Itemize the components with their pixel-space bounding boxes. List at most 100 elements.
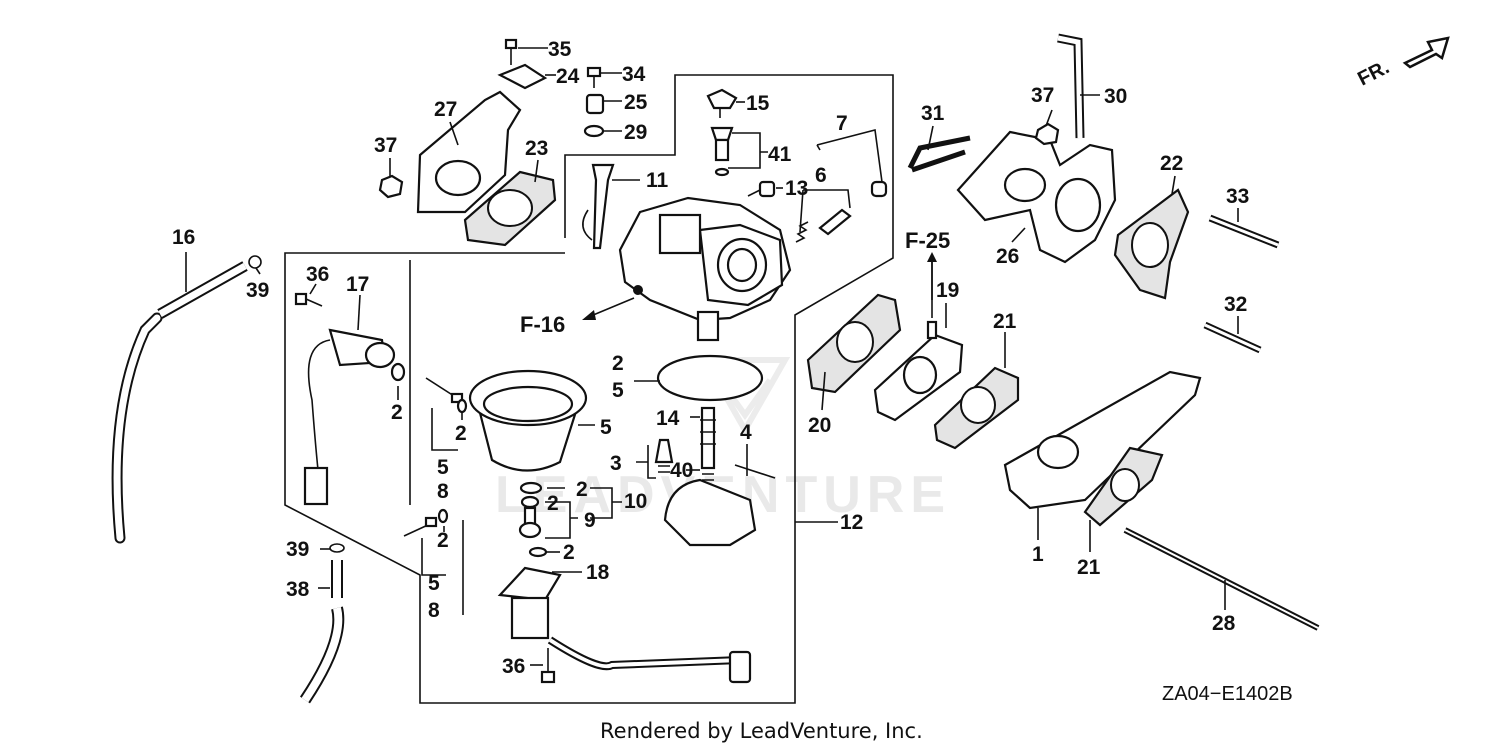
callout-21-bottom: 21: [1077, 556, 1101, 579]
callout-34: 34: [622, 63, 646, 86]
bracket-part-27: [416, 90, 522, 214]
nut-part-37-right: [1034, 122, 1060, 146]
ref-arrow-f25: [927, 252, 937, 300]
callout-2-solenoid: 2: [391, 401, 403, 424]
screw-part-5-upper: [425, 377, 468, 414]
gasket-part-21-top: [933, 366, 1020, 450]
callout-5-screw-lower: 5: [428, 572, 440, 595]
callout-13: 13: [785, 177, 808, 200]
callout-labels: 35 24 34 25 29 27 37 23 15 41 7 6 11 13 …: [172, 38, 1249, 678]
insulator-part-19: [873, 320, 964, 422]
float-bowl: [468, 369, 588, 472]
jet-part-41: [710, 126, 734, 177]
screw-part-36-bottom: [540, 648, 556, 684]
callout-2-drain-a: 2: [576, 478, 588, 501]
callout-30: 30: [1104, 85, 1127, 108]
reference-label-f16: F-16: [520, 312, 565, 337]
callout-39-top: 39: [246, 279, 269, 302]
lever-part-11: [582, 163, 615, 250]
callout-41: 41: [768, 143, 792, 166]
spring-part-31: [907, 135, 971, 173]
callout-9: 9: [584, 509, 596, 532]
needle-part-14: [700, 406, 716, 470]
nut-part-37-left: [378, 174, 404, 199]
callout-19: 19: [936, 279, 959, 302]
clip-part-24: [497, 38, 548, 90]
screw-part-6: [795, 208, 852, 243]
callout-3: 3: [610, 452, 622, 475]
credit-text: Rendered by LeadVenture, Inc.: [600, 719, 923, 743]
callout-21-top: 21: [993, 310, 1017, 333]
callout-5-screw-upper: 5: [437, 456, 449, 479]
solenoid-part-18: [497, 566, 752, 684]
reference-label-f25: F-25: [905, 228, 950, 253]
callout-6: 6: [815, 164, 827, 187]
front-direction-arrow: FR.: [1354, 36, 1450, 90]
callout-2-screw-lower: 2: [437, 529, 449, 552]
solenoid-part-17: [303, 328, 396, 506]
callout-2-oring: 2: [612, 352, 624, 375]
callout-20: 20: [808, 414, 831, 437]
carburetor-body: [618, 196, 792, 342]
callout-23: 23: [525, 137, 548, 160]
rod-part-30: [1057, 33, 1085, 139]
clip-part-39-top: [248, 255, 262, 269]
gasket-part-20: [806, 293, 902, 394]
fuel-hose-part-16: [111, 261, 248, 544]
callout-36-top: 36: [306, 263, 329, 286]
callout-28: 28: [1212, 612, 1236, 635]
callout-35: 35: [548, 38, 572, 61]
callout-8-screw-upper: 8: [437, 480, 449, 503]
callout-17: 17: [346, 273, 369, 296]
callout-8-screw-lower: 8: [428, 599, 440, 622]
screw-part-36-top: [294, 292, 323, 307]
callout-31: 31: [921, 102, 945, 125]
callout-27: 27: [434, 98, 457, 121]
jet-part-3: [654, 438, 674, 473]
clip-part-39-bottom: [329, 543, 345, 553]
callout-16: 16: [172, 226, 195, 249]
callout-14: 14: [656, 407, 680, 430]
stud-part-32: [1203, 321, 1262, 354]
callout-4: 4: [740, 421, 752, 444]
stud-part-33: [1208, 214, 1280, 249]
callout-11: 11: [646, 169, 669, 192]
callout-37-right: 37: [1031, 84, 1054, 107]
callout-2-screw-upper: 2: [455, 422, 467, 445]
drain-screw-part-9: [518, 481, 548, 558]
callout-22: 22: [1160, 152, 1183, 175]
assembly-outline: [284, 74, 894, 704]
gasket-part-22: [1113, 188, 1190, 300]
cap-part-15: [706, 88, 738, 118]
callout-24: 24: [556, 65, 580, 88]
callout-2-drain-c: 2: [563, 541, 575, 564]
callout-37-left: 37: [374, 134, 397, 157]
stud-part-28: [1123, 527, 1320, 631]
callout-2-drain-b: 2: [547, 492, 559, 515]
callout-18: 18: [586, 561, 610, 584]
gasket-part-21-bottom: [1083, 446, 1164, 527]
o-ring-part: [656, 354, 764, 402]
manifold-part-26: [956, 130, 1117, 264]
callout-38: 38: [286, 578, 310, 601]
screw-part-13: [747, 180, 776, 198]
nut-part-25: [585, 93, 605, 115]
drawing-code: ZA04−E1402B: [1162, 683, 1293, 705]
callout-15: 15: [746, 92, 770, 115]
callout-32: 32: [1224, 293, 1247, 316]
callout-5-bowl: 5: [600, 416, 612, 439]
callout-12: 12: [840, 511, 863, 534]
callout-7: 7: [836, 112, 848, 135]
callout-36-bottom: 36: [502, 655, 525, 678]
callout-33: 33: [1226, 185, 1249, 208]
plate-part-1: [1003, 370, 1202, 510]
screw-part-5-lower: [403, 508, 449, 537]
cap-part-7: [870, 180, 888, 198]
front-direction-label: FR.: [1354, 56, 1393, 90]
callout-5-oring: 5: [612, 379, 624, 402]
callout-39-bottom: 39: [286, 538, 309, 561]
callout-40: 40: [670, 459, 693, 482]
fuel-hose-part-38: [300, 560, 345, 704]
washer-part-29: [583, 124, 605, 138]
